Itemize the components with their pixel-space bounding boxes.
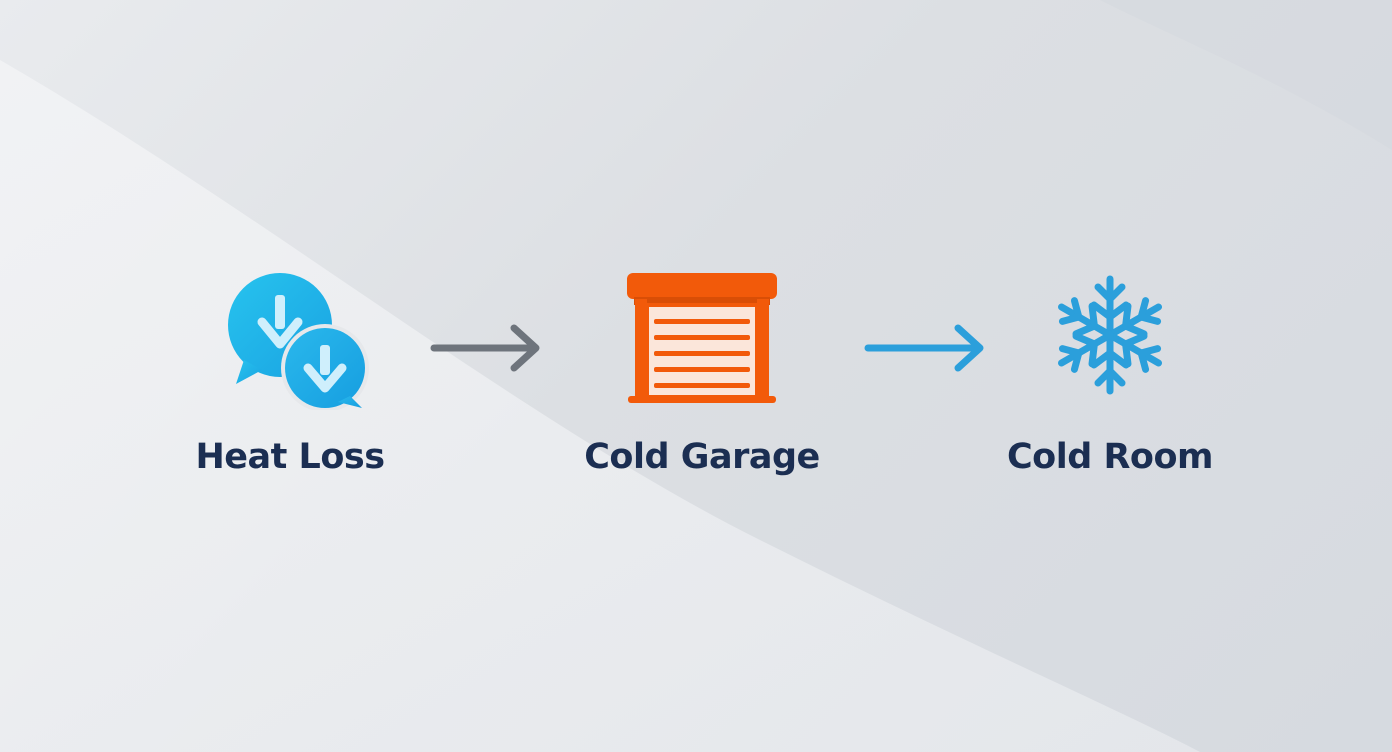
snowflake-icon: [1045, 275, 1175, 400]
step-cold-garage: Cold Garage: [552, 255, 852, 477]
arrow-right-icon: [864, 324, 984, 372]
step-heat-loss: Heat Loss: [140, 255, 440, 477]
heat-loss-chat-bubbles-icon: [228, 273, 369, 410]
garage-door-icon: [627, 273, 777, 403]
step-cold-room: Cold Room: [960, 255, 1260, 477]
step-label: Cold Room: [1007, 437, 1213, 477]
step-label: Heat Loss: [195, 437, 385, 477]
arrow-right-icon: [430, 324, 540, 372]
step-label: Cold Garage: [584, 437, 820, 477]
